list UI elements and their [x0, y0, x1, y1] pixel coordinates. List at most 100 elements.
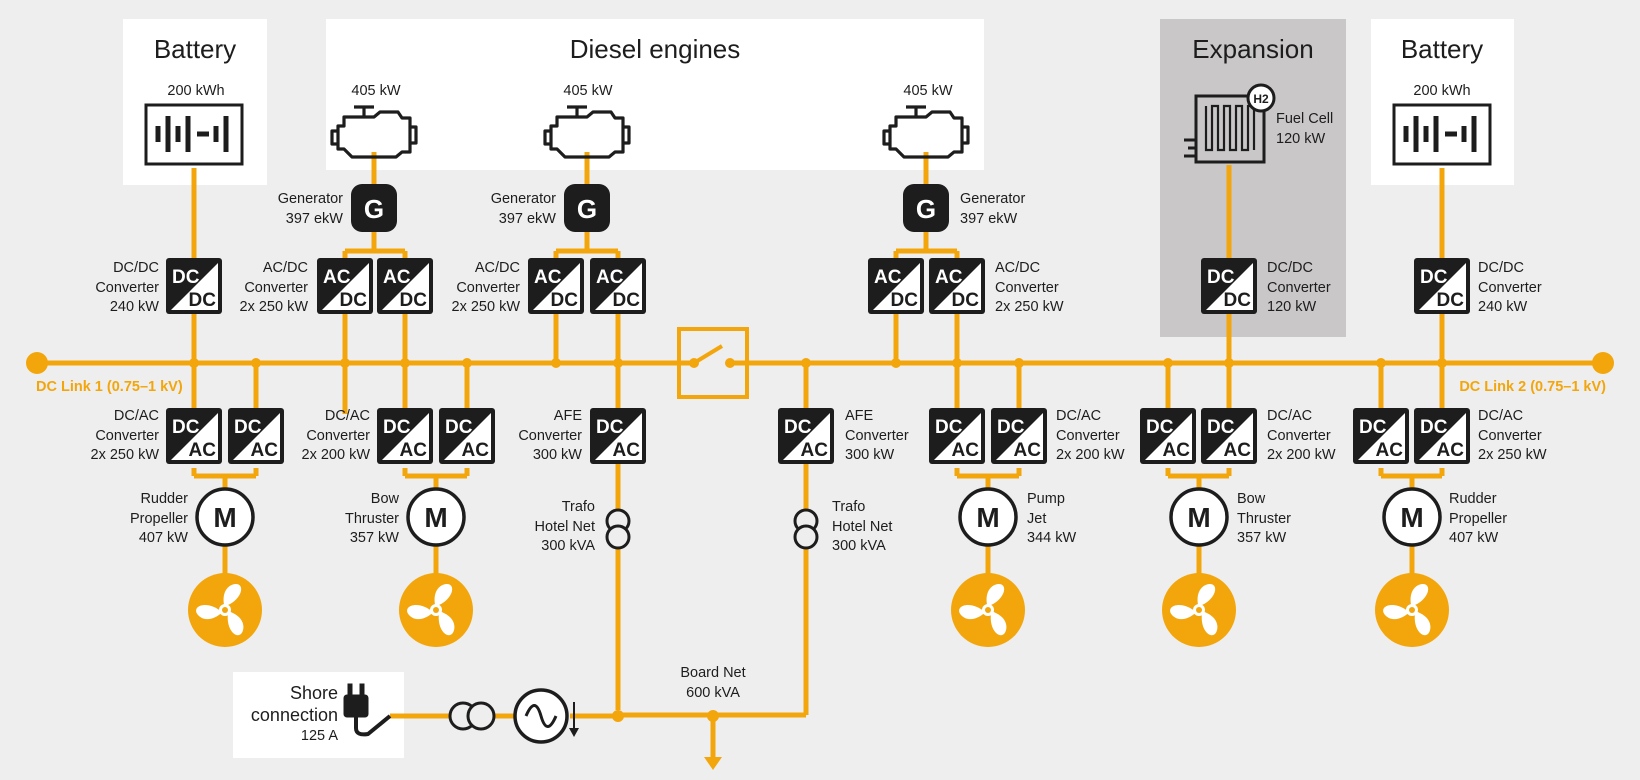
- engine-power: 405 kW: [438, 82, 738, 102]
- label-line: 240 kW: [1478, 299, 1528, 315]
- label-line: 2x 200 kW: [301, 447, 371, 463]
- converter-label: DC/AC Converter 2x 200 kW: [302, 407, 371, 466]
- battery-right-title: Battery: [1292, 34, 1592, 64]
- label-line: 200 kWh: [167, 83, 225, 99]
- label-line: Converter: [95, 279, 159, 296]
- label-line: DC/AC: [1056, 408, 1102, 424]
- converter-white-half: [1358, 413, 1405, 460]
- label-line: 2x 250 kW: [1478, 447, 1547, 463]
- converter-output-label: AC: [613, 440, 641, 461]
- converter-input-label: AC: [534, 267, 562, 288]
- label-line: DC/AC: [113, 408, 159, 424]
- label-line: 125 A: [300, 728, 338, 744]
- converter-input-label: DC: [1420, 267, 1448, 288]
- converter-input-label: DC: [784, 417, 812, 438]
- battery-left-capacity: 200 kWh: [46, 82, 346, 102]
- label-line: Shore: [289, 683, 338, 703]
- battery-icon: [144, 103, 244, 166]
- label-line: DC/DC: [1267, 260, 1313, 276]
- label-line: 357 kW: [349, 530, 399, 546]
- label-line: Converter: [1478, 279, 1542, 296]
- label-line: Thruster: [345, 510, 399, 527]
- frequency-converter-icon: [513, 688, 579, 744]
- plug-icon: [343, 683, 392, 737]
- battery-right-capacity: 200 kWh: [1292, 82, 1592, 102]
- dc-link-2-label: DC Link 2 (0.75–1 kV): [1459, 379, 1606, 395]
- label-line: Converter: [1056, 427, 1120, 444]
- label-line: Converter: [845, 427, 909, 444]
- label-line: DC/AC: [324, 408, 370, 424]
- fuel-cell-icon: [1184, 83, 1276, 164]
- converter-white-half: [444, 413, 491, 460]
- label-line: Converter: [456, 279, 520, 296]
- converter-output-label: DC: [1437, 290, 1465, 311]
- label-line: 300 kW: [845, 447, 895, 463]
- propeller-icon: [188, 573, 262, 647]
- bus-junctions: [26, 352, 1614, 770]
- label-line: Converter: [306, 427, 370, 444]
- battery-icon: [1392, 103, 1492, 166]
- converter-input-label: AC: [874, 267, 902, 288]
- label-line: 357 kW: [1237, 530, 1287, 546]
- converter-white-half: [233, 413, 280, 460]
- motor-icons: [195, 487, 1442, 547]
- diesel-engines-box: [326, 19, 984, 170]
- label-line: Propeller: [129, 510, 188, 527]
- label-line: 405 kW: [903, 83, 953, 99]
- label-line: 397 ekW: [285, 210, 343, 227]
- label-line: Board Net: [680, 665, 746, 681]
- motor-symbol: M: [976, 502, 999, 533]
- converter-input-label: DC: [234, 417, 262, 438]
- converter-output-label: AC: [1224, 440, 1252, 461]
- converter-input-label: DC: [1420, 417, 1448, 438]
- battery-left-title: Battery: [45, 34, 345, 64]
- generator-symbol: G: [916, 194, 936, 224]
- converter-white-half: [382, 263, 429, 310]
- label-line: 407 kW: [1449, 530, 1499, 546]
- converter-input-label: DC: [935, 417, 963, 438]
- label-line: Generator: [277, 191, 343, 207]
- label-line: 407 kW: [138, 530, 188, 546]
- label-line: 2x 250 kW: [451, 299, 521, 315]
- label-line: 120 kW: [1267, 299, 1317, 315]
- converter-input-label: DC: [445, 417, 473, 438]
- converter-output-label: AC: [1014, 440, 1042, 461]
- expansion-title: Expansion: [1103, 34, 1403, 64]
- label-line: Rudder: [140, 491, 188, 507]
- converter-white-half: [533, 263, 580, 310]
- converter-white-half: [1419, 263, 1466, 310]
- converter-output-label: DC: [891, 290, 919, 311]
- label-line: 2x 250 kW: [239, 299, 309, 315]
- shore-connection-box: [233, 672, 404, 758]
- converter-white-half: [783, 413, 830, 460]
- converter-output-label: DC: [613, 290, 641, 311]
- converter-input-label: DC: [383, 417, 411, 438]
- engine-power: 405 kW: [778, 82, 1078, 102]
- diesel-engines-title: Diesel engines: [505, 34, 805, 64]
- converter-white-half: [1206, 413, 1253, 460]
- converter-white-half: [873, 263, 920, 310]
- label-line: 2x 200 kW: [1267, 447, 1336, 463]
- converter-white-half: [382, 413, 429, 460]
- label-line: 200 kWh: [1413, 83, 1471, 99]
- converter-output-label: DC: [551, 290, 579, 311]
